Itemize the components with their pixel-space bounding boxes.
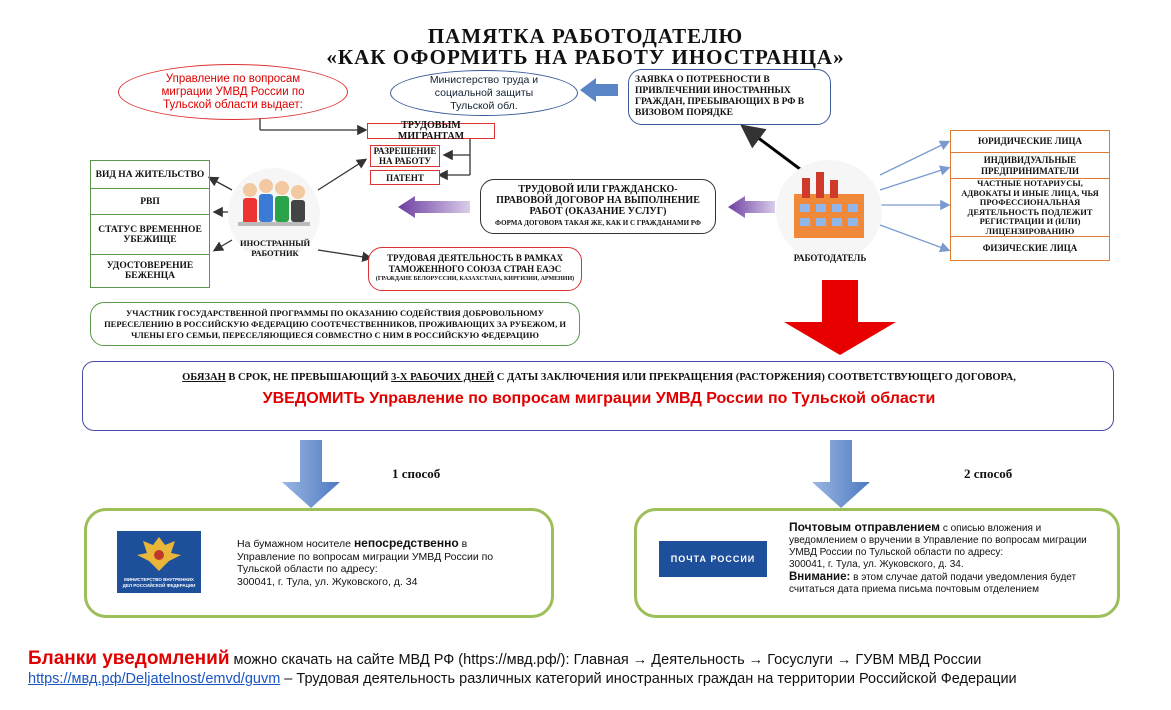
connector-line xyxy=(879,224,951,253)
connector-line xyxy=(317,158,368,191)
method2-text: Почтовым отправлением с описью вложения … xyxy=(789,521,1099,596)
mvd-logo: МИНИСТЕРСТВО ВНУТРЕННИХ ДЕЛ РОССИЙСКОЙ Ф… xyxy=(117,531,201,593)
contract-sub-text: ФОРМА ДОГОВОРА ТАКАЯ ЖЕ, КАК И С ГРАЖДАН… xyxy=(495,219,701,227)
doc-rvp: РВП xyxy=(91,189,209,215)
application-box-text: ЗАЯВКА О ПОТРЕБНОСТИ В ПРИВЛЕЧЕНИИ ИНОСТ… xyxy=(635,75,805,118)
method1-card: МИНИСТЕРСТВО ВНУТРЕННИХ ДЕЛ РОССИЙСКОЙ Ф… xyxy=(84,508,554,618)
ministry-ellipse-text: Министерство труда и социальной защиты Т… xyxy=(429,73,539,112)
method1-text: На бумажном носителе непосредственно в У… xyxy=(237,537,517,588)
contract-to-worker-arrow xyxy=(398,196,470,218)
employer-types-list: ЮРИДИЧЕСКИЕ ЛИЦА ИНДИВИДУАЛЬНЫЕ ПРЕДПРИН… xyxy=(950,130,1110,261)
method1-text-pre: На бумажном носителе xyxy=(237,538,354,550)
eagle-emblem-icon xyxy=(137,537,181,571)
eaeu-box: ТРУДОВАЯ ДЕЯТЕЛЬНОСТЬ В РАМКАХ ТАМОЖЕННО… xyxy=(368,247,582,291)
employer-illustration xyxy=(776,160,882,262)
connector-line xyxy=(207,176,233,191)
method2-text-post: с описью вложения и уведомлением о вруче… xyxy=(789,523,1087,558)
method1-text-post: в Управление по вопросам миграции УМВД Р… xyxy=(237,538,494,575)
foreign-worker-illustration xyxy=(228,168,320,260)
labor-migrants-text: ТРУДОВЫМ МИГРАНТАМ xyxy=(397,120,465,142)
worker-label: ИНОСТРАННЫЙ РАБОТНИК xyxy=(240,238,311,258)
doc-refugee-certificate: УДОСТОВЕРЕНИЕ БЕЖЕНЦА xyxy=(106,260,194,281)
obligation-word: ОБЯЗАН xyxy=(182,372,226,383)
employer-type-entrepreneurs: ИНДИВИДУАЛЬНЫЕ ПРЕДПРИНИМАТЕЛИ xyxy=(951,153,1109,179)
documents-list: ВИД НА ЖИТЕЛЬСТВО РВП СТАТУС ВРЕМЕННОЕ У… xyxy=(90,160,210,288)
method1-label: 1 способ xyxy=(392,466,441,481)
connector-line xyxy=(317,249,373,262)
connector-line xyxy=(879,165,951,191)
obligation-line: ОБЯЗАН В СРОК, НЕ ПРЕВЫШАЮЩИЙ 3-Х РАБОЧИ… xyxy=(83,372,1115,383)
notify-line: УВЕДОМИТЬ Управление по вопросам миграци… xyxy=(262,390,936,407)
patent-box: ПАТЕНТ xyxy=(370,170,440,185)
method2-text-bold: Почтовым отправлением xyxy=(789,520,941,534)
method1-text-bold: непосредственно xyxy=(353,536,459,550)
post-logo-text: ПОЧТА РОССИИ xyxy=(670,554,756,564)
big-red-down-arrow xyxy=(784,280,896,355)
method2-down-arrow xyxy=(812,440,870,508)
method2-warning-bold: Внимание: xyxy=(789,571,851,583)
ministry-ellipse: Министерство труда и социальной защиты Т… xyxy=(390,70,578,116)
work-permit-text: РАЗРЕШЕНИЕ НА РАБОТУ xyxy=(373,146,437,166)
method2-address: 300041, г. Тула, ул. Жуковского, д. 34. xyxy=(789,559,964,570)
footer-line1-text: можно скачать на сайте МВД РФ (https://м… xyxy=(229,652,982,668)
title-line1: ПАМЯТКА РАБОТОДАТЕЛЮ xyxy=(427,24,744,48)
eaeu-sub-text: (ГРАЖДАНЕ БЕЛОРУССИИ, КАЗАХСТАНА, КИРГИЗ… xyxy=(375,276,575,283)
doc-temporary-asylum: СТАТУС ВРЕМЕННОЕ УБЕЖИЩЕ xyxy=(91,215,209,255)
connector-line xyxy=(212,239,233,252)
method2-label: 2 способ xyxy=(964,466,1013,481)
umvd-ellipse-text: Управление по вопросам миграции УМВД Рос… xyxy=(161,72,305,111)
labor-migrants-box: ТРУДОВЫМ МИГРАНТАМ xyxy=(367,120,495,142)
post-logo: ПОЧТА РОССИИ xyxy=(659,541,767,577)
method1-address: 300041, г. Тула, ул. Жуковского, д. 34 xyxy=(237,575,418,588)
program-box: УЧАСТНИК ГОСУДАРСТВЕННОЙ ПРОГРАММЫ ПО ОК… xyxy=(90,302,580,346)
application-to-ministry-arrow xyxy=(580,78,618,102)
footer-line2-text: – Трудовая деятельность различных катего… xyxy=(280,671,1017,687)
umvd-ellipse: Управление по вопросам миграции УМВД Рос… xyxy=(118,64,348,120)
footer-link[interactable]: https://мвд.рф/Deljatelnost/emvd/guvm xyxy=(28,671,281,687)
obligation-box: ОБЯЗАН В СРОК, НЕ ПРЕВЫШАЮЩИЙ 3-Х РАБОЧИ… xyxy=(82,361,1114,431)
program-box-text: УЧАСТНИК ГОСУДАРСТВЕННОЙ ПРОГРАММЫ ПО ОК… xyxy=(104,307,566,340)
method2-warning-text: в этом случае датой подачи уведомления б… xyxy=(789,572,1077,595)
factory-icon xyxy=(794,172,864,238)
work-permit-box: РАЗРЕШЕНИЕ НА РАБОТУ xyxy=(370,145,440,167)
method1-down-arrow xyxy=(282,440,340,508)
patent-text: ПАТЕНТ xyxy=(386,172,424,183)
employer-type-legal: ЮРИДИЧЕСКИЕ ЛИЦА xyxy=(951,131,1109,153)
contract-box: ТРУДОВОЙ ИЛИ ГРАЖДАНСКО-ПРАВОВОЙ ДОГОВОР… xyxy=(480,179,716,234)
obligation-days: 3-Х РАБОЧИХ ДНЕЙ xyxy=(391,372,495,383)
footer-line2: https://мвд.рф/Deljatelnost/emvd/guvm – … xyxy=(28,671,1158,687)
application-box: ЗАЯВКА О ПОТРЕБНОСТИ В ПРИВЛЕЧЕНИИ ИНОСТ… xyxy=(628,69,831,125)
doc-residence-permit: ВИД НА ЖИТЕЛЬСТВО xyxy=(91,161,209,189)
employer-to-contract-arrow xyxy=(728,196,775,218)
title-line2: «КАК ОФОРМИТЬ НА РАБОТУ ИНОСТРАНЦА» xyxy=(326,45,845,69)
connector-line xyxy=(879,140,951,176)
employer-label: РАБОТОДАТЕЛЬ xyxy=(793,253,867,263)
contract-main-text: ТРУДОВОЙ ИЛИ ГРАЖДАНСКО-ПРАВОВОЙ ДОГОВОР… xyxy=(496,184,700,217)
method2-card: ПОЧТА РОССИИ Почтовым отправлением с опи… xyxy=(634,508,1120,618)
footer-line1: Бланки уведомлений можно скачать на сайт… xyxy=(28,648,1158,670)
employer-type-individuals: ФИЗИЧЕСКИЕ ЛИЦА xyxy=(982,242,1078,253)
footer-red-text: Бланки уведомлений xyxy=(28,648,230,669)
employer-type-notaries: ЧАСТНЫЕ НОТАРИУСЫ, АДВОКАТЫ И ИНЫЕ ЛИЦА,… xyxy=(951,178,1109,237)
eaeu-main-text: ТРУДОВАЯ ДЕЯТЕЛЬНОСТЬ В РАМКАХ ТАМОЖЕННО… xyxy=(386,253,564,274)
obligation-part2: В СРОК, НЕ ПРЕВЫШАЮЩИЙ xyxy=(225,372,392,383)
workers-icon xyxy=(238,179,310,226)
mvd-logo-text: МИНИСТЕРСТВО ВНУТРЕННИХ ДЕЛ РОССИЙСКОЙ Ф… xyxy=(122,577,196,588)
obligation-part3: С ДАТЫ ЗАКЛЮЧЕНИЯ ИЛИ ПРЕКРАЩЕНИЯ (РАСТО… xyxy=(494,372,1016,383)
